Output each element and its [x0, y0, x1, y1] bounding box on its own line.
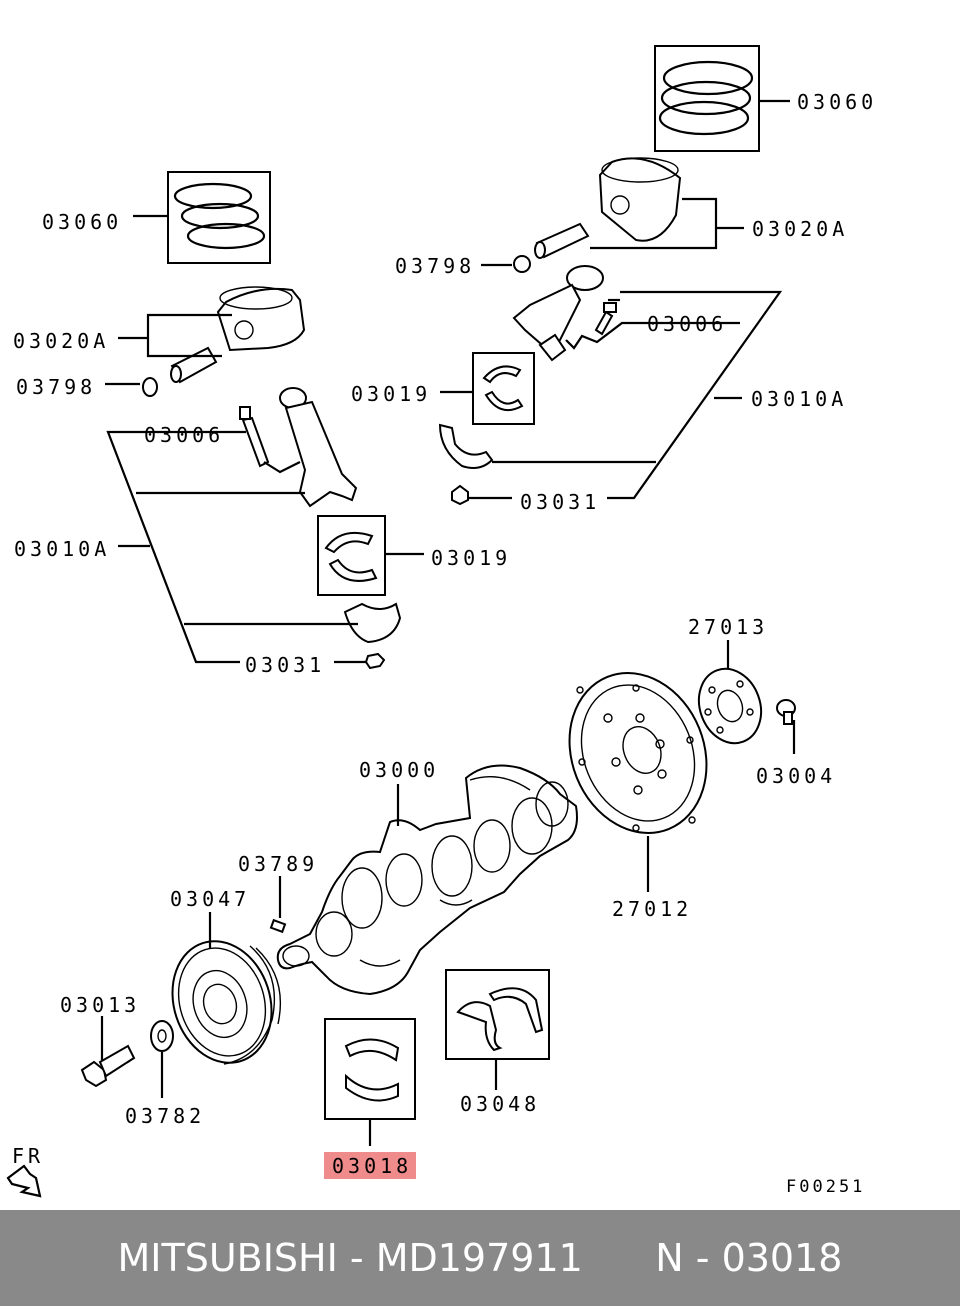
piston-top [598, 157, 682, 242]
label-rings-top: 03060 [797, 90, 877, 114]
label-bolt-left: 03006 [144, 423, 224, 447]
label-piston-top: 03020A [752, 217, 848, 241]
footer-bar [0, 1210, 960, 1306]
crank-key [269, 918, 287, 934]
pulley-washer [150, 1020, 174, 1052]
piston-pin-top [534, 222, 590, 259]
flywheel [568, 672, 708, 834]
snap-ring-top [513, 255, 531, 273]
label-plate-small: 27013 [688, 615, 768, 639]
rod-nut-top [451, 484, 469, 506]
label-nut-left: 03031 [245, 653, 325, 677]
label-bolt-top: 03006 [647, 312, 727, 336]
label-flywheel-bolt: 03004 [756, 764, 836, 788]
label-pulley: 03047 [170, 887, 250, 911]
label-direction: FR [12, 1144, 44, 1168]
parts-diagram: 03060 03020A 03798 03006 03019 [6, 45, 877, 1198]
thrust-bearing-set [445, 969, 550, 1060]
figure-code: F00251 [786, 1177, 865, 1197]
label-flywheel: 27012 [612, 897, 692, 921]
rod-bolt-left [239, 406, 270, 468]
piston-pin-left [170, 346, 218, 384]
label-thrust-bearing: 03048 [460, 1092, 540, 1116]
label-crankshaft: 03000 [359, 758, 439, 782]
label-main-bearing: 03018 [332, 1154, 412, 1178]
label-rings-left: 03060 [42, 210, 122, 234]
snap-ring-left [142, 377, 158, 397]
piston-rings-top [654, 45, 760, 152]
label-clip-top: 03798 [395, 254, 475, 278]
rod-cap-top [438, 423, 494, 469]
bearing-set-top [472, 352, 535, 425]
label-nut-top: 03031 [520, 490, 600, 514]
crankshaft-pulley [171, 940, 282, 1065]
bearing-set-left [317, 515, 386, 596]
label-piston-left: 03020A [13, 329, 109, 353]
piston-left [216, 286, 306, 352]
label-bearing-left: 03019 [431, 546, 511, 570]
connecting-rod-left [279, 387, 358, 508]
label-rod-assembly-top: 03010A [751, 387, 847, 411]
main-bearing-set [324, 1018, 416, 1120]
rod-bolt-top [594, 302, 617, 336]
label-pulley-bolt: 03013 [60, 993, 140, 1017]
rod-nut-left [364, 652, 386, 670]
pulley-bolt [80, 1044, 136, 1088]
label-rod-assembly-left: 03010A [14, 537, 110, 561]
label-clip-left: 03798 [16, 375, 96, 399]
flywheel-bolt [776, 699, 796, 725]
crankshaft [276, 764, 578, 996]
highlight-main-bearing [324, 1152, 416, 1179]
adapter-plate [697, 667, 763, 745]
connecting-rod-top [512, 265, 604, 362]
label-key: 03789 [238, 852, 318, 876]
label-washer: 03782 [125, 1104, 205, 1128]
rod-cap-left [343, 602, 402, 644]
front-arrow-icon [6, 1164, 42, 1198]
footer-text: MITSUBISHI - MD197911 N - 03018 [117, 1236, 843, 1280]
piston-rings-left [167, 171, 271, 264]
label-bearing-top: 03019 [351, 382, 431, 406]
